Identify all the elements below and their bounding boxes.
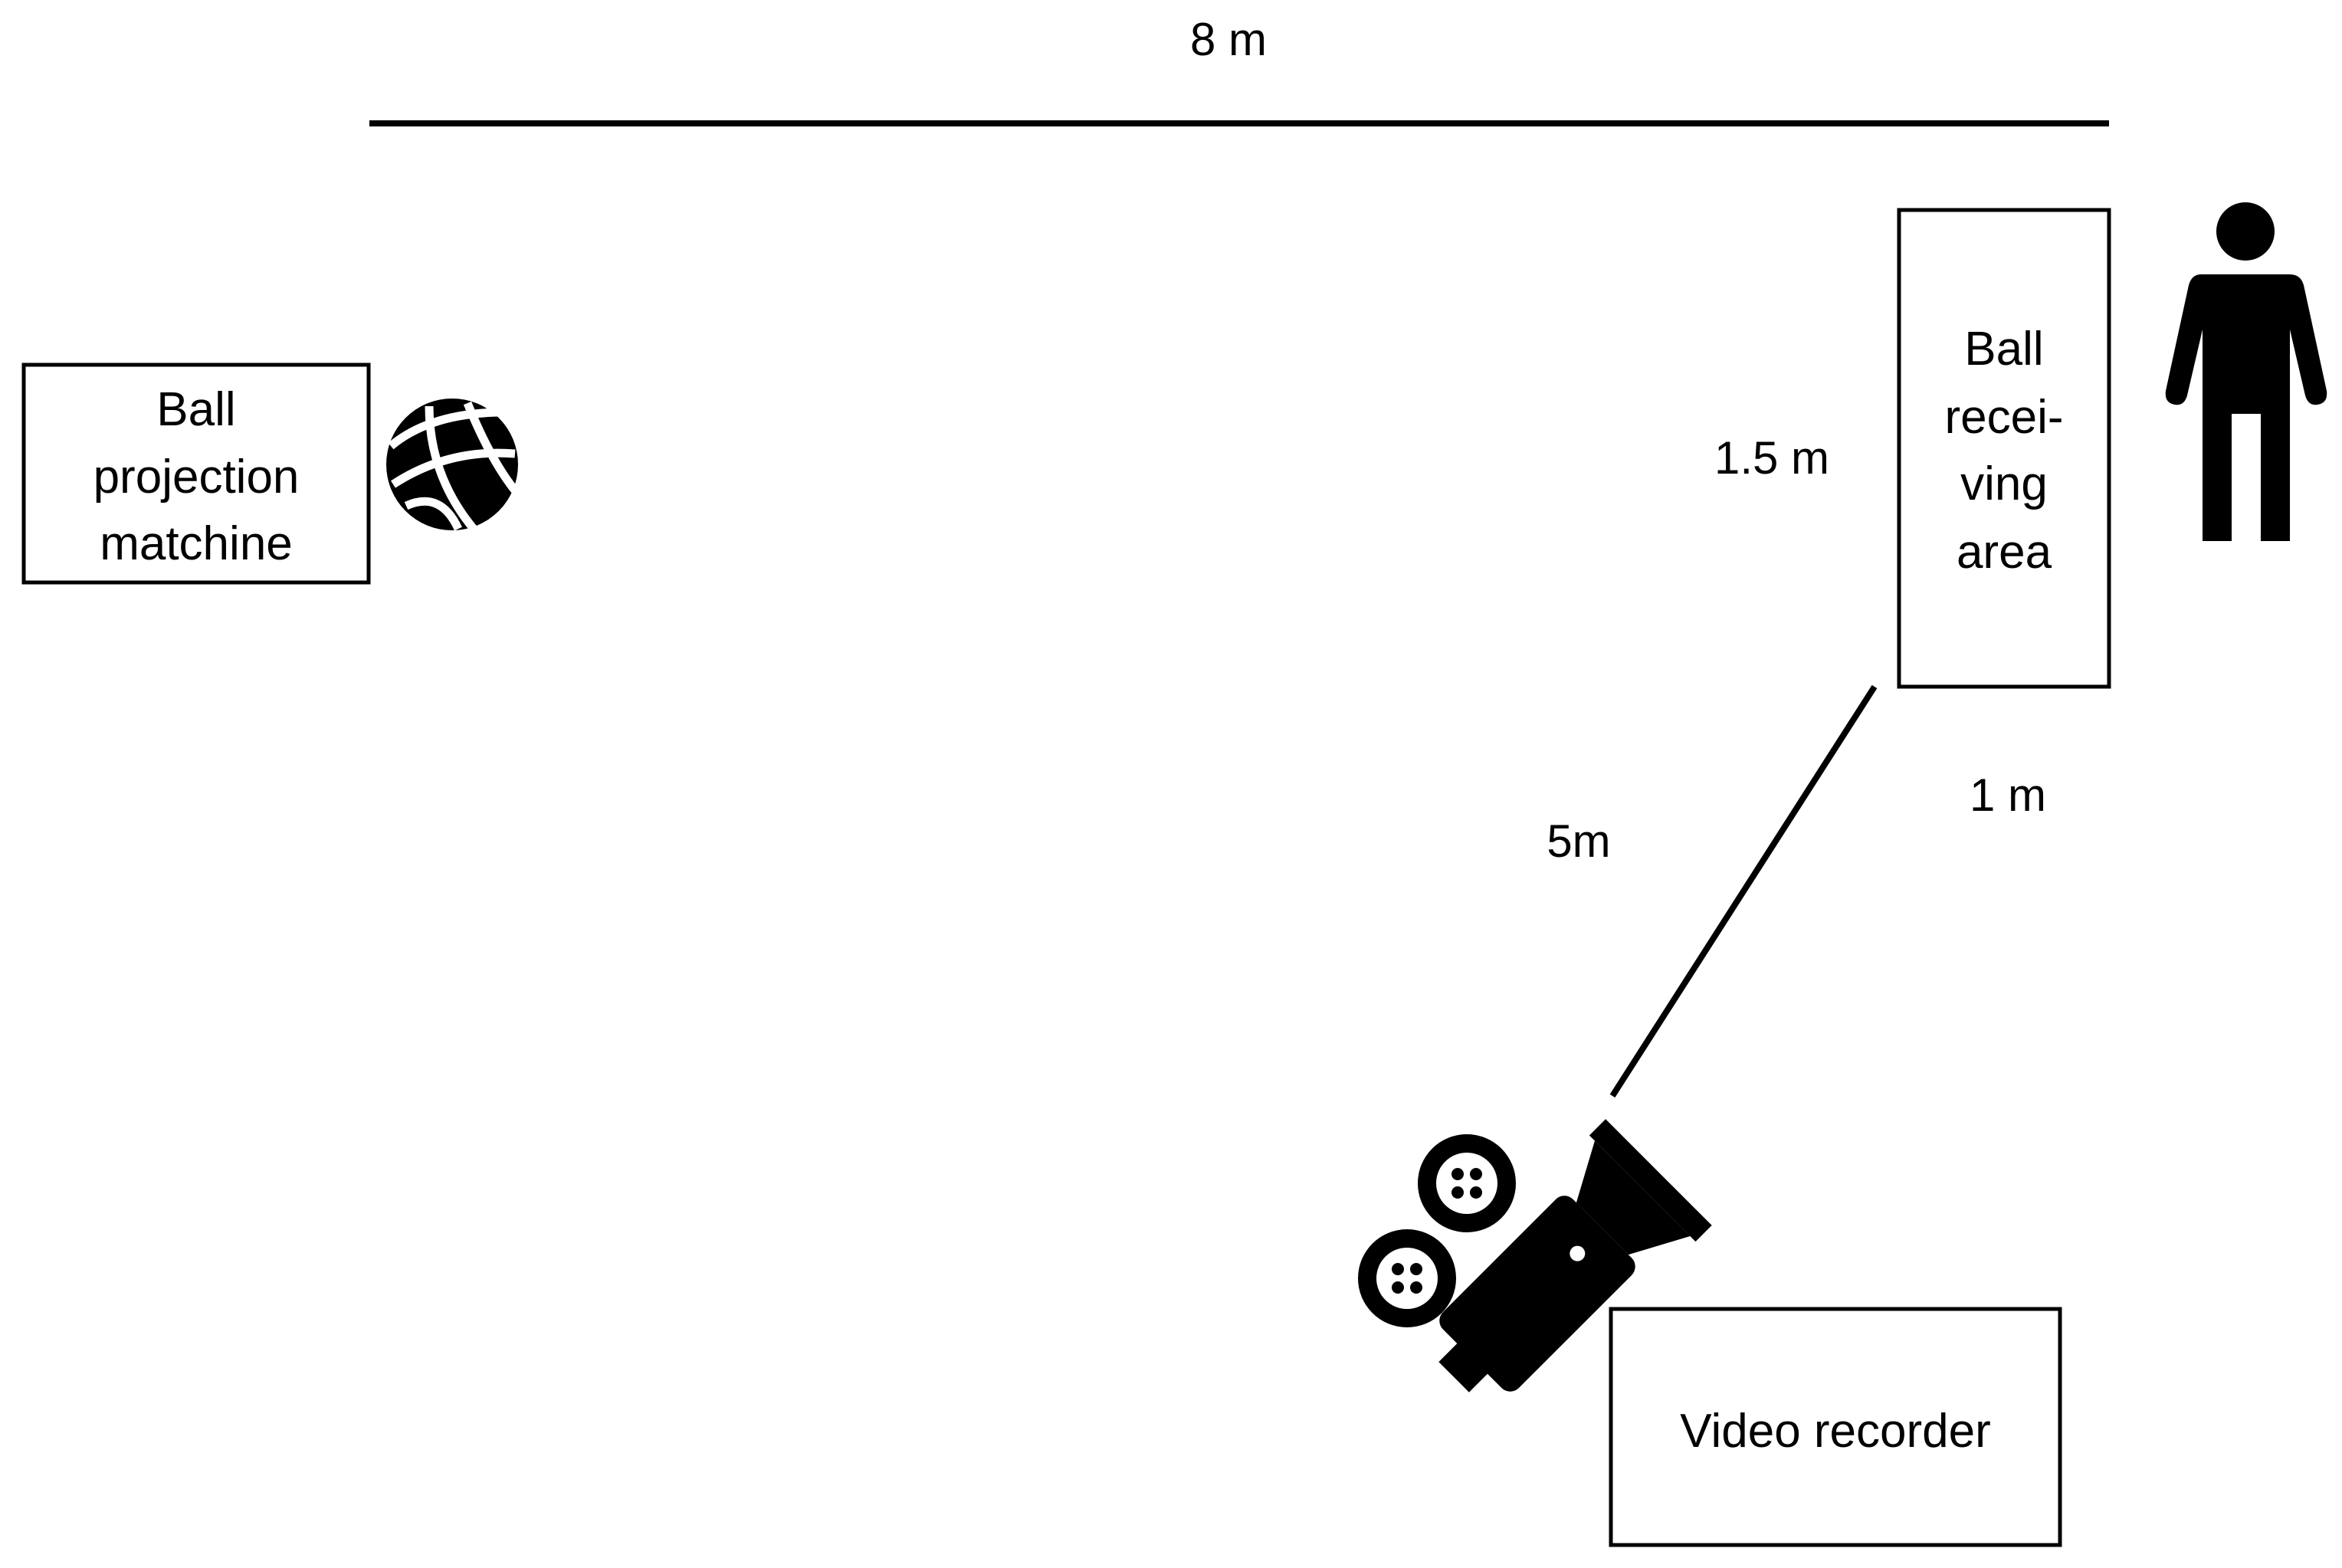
projection-machine-line-1: Ball: [156, 383, 235, 436]
label-1-5m: 1.5 m: [1714, 432, 1829, 484]
video-recorder-label: Video recorder: [1680, 1405, 1991, 1458]
projection-machine-line-3: matchine: [100, 517, 293, 570]
receiving-area-line-1: Ball: [1964, 323, 2043, 376]
label-1m: 1 m: [1970, 769, 2046, 821]
distance-line-5m: [1609, 684, 1878, 1098]
movie-camera-icon: [1358, 1119, 1712, 1393]
ball-projection-machine: Ball projection matchine: [21, 362, 371, 585]
receiving-area-line-2: recei-: [1944, 391, 2063, 444]
label-8m: 8 m: [1190, 14, 1267, 65]
volleyball-icon: [386, 399, 519, 532]
person-icon: [2165, 202, 2327, 541]
video-recorder: Video recorder: [1609, 1307, 2062, 1547]
projection-machine-line-2: projection: [93, 451, 300, 504]
ball-receiving-area: Ball recei- ving area: [1897, 208, 2111, 689]
receiving-area-line-4: area: [1957, 526, 2052, 579]
receiving-area-line-3: ving: [1960, 458, 2048, 510]
label-5m: 5m: [1547, 815, 1610, 867]
